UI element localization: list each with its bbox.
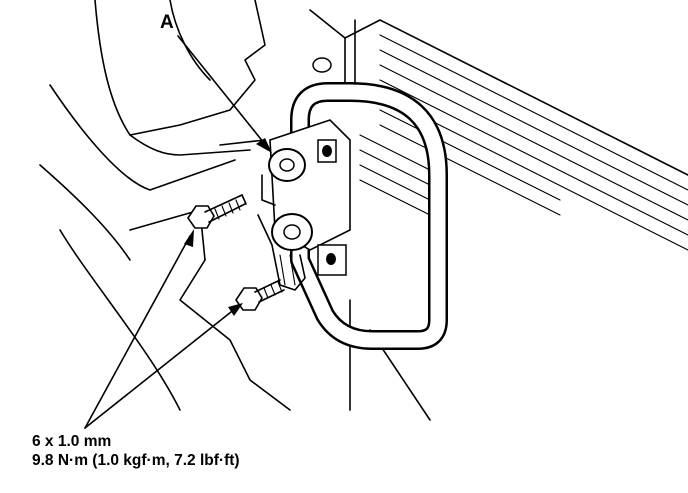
bolt-size-text: 6 x 1.0 mm [32,433,112,450]
leader-lines [84,35,272,429]
bolt-spec-label: 6 x 1.0 mm 9.8 N·m (1.0 kgf·m, 7.2 lbf·f… [32,432,240,470]
condenser-icon [309,9,688,421]
callout-a-label: A [160,12,174,33]
bolt-torque-text: 9.8 N·m (1.0 kgf·m, 7.2 lbf·ft) [32,452,240,469]
discharge-pipe [290,82,448,350]
bolt-icon [187,194,285,311]
pipe-flange-icon [257,119,351,291]
body-panel-outline [39,0,291,411]
